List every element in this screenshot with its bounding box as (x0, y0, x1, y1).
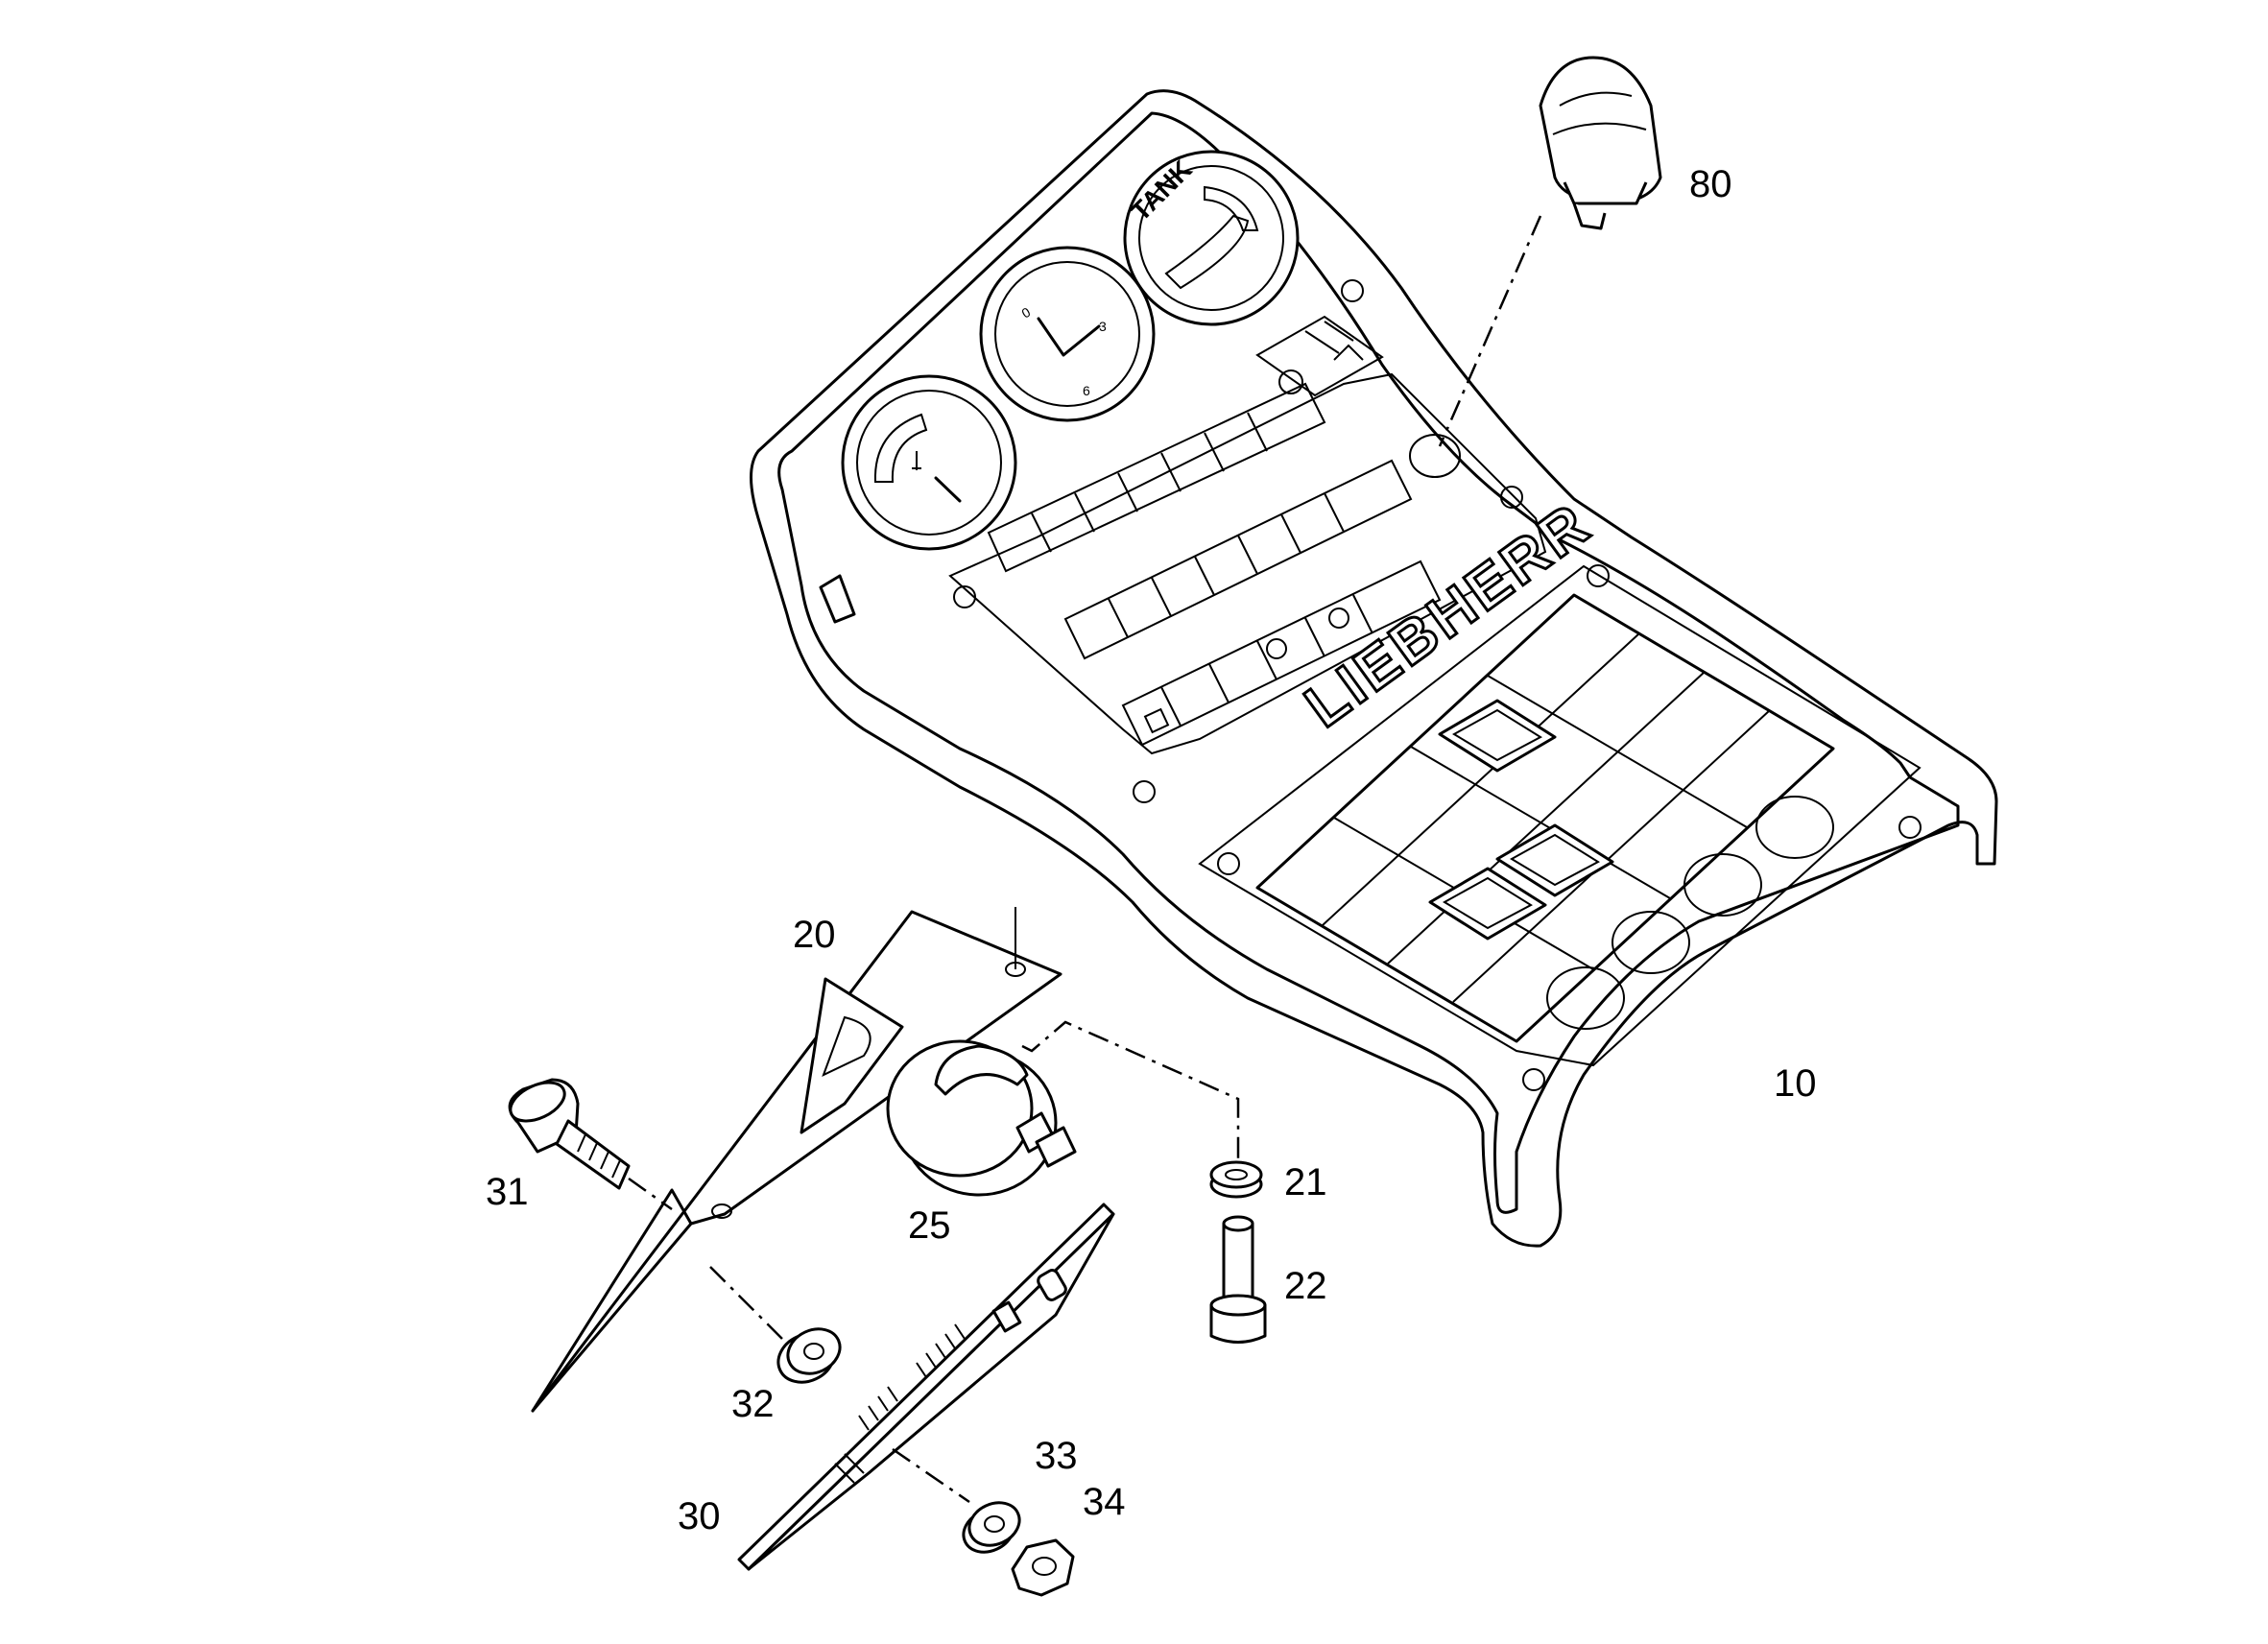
label-part-25: 25 (908, 1204, 951, 1247)
part-80-rotary-knob (1539, 56, 1662, 230)
round-blank-plugs (1546, 796, 1834, 1030)
label-part-32: 32 (731, 1383, 775, 1425)
part-33-washer (962, 1501, 1021, 1554)
label-part-80: 80 (1689, 163, 1732, 205)
gauge-temperature (841, 374, 1017, 551)
leader-31-to-32 (628, 1177, 783, 1340)
part-number-labels: 80 10 20 21 22 25 31 32 33 34 30 (486, 163, 1817, 1537)
part-10-console-panel: 0 3 6 TANK (750, 89, 1998, 1248)
label-part-30: 30 (678, 1495, 721, 1537)
label-part-33: 33 (1035, 1435, 1078, 1477)
svg-text:3: 3 (1099, 319, 1107, 334)
part-31-bolt (508, 1078, 631, 1190)
label-part-21: 21 (1284, 1161, 1327, 1203)
svg-text:6: 6 (1083, 383, 1090, 398)
screw-holes (953, 279, 1922, 1091)
label-part-34: 34 (1083, 1481, 1126, 1523)
leader-30-to-33 (892, 1447, 970, 1504)
label-part-10: 10 (1774, 1062, 1817, 1105)
label-part-31: 31 (486, 1171, 529, 1213)
indicator-symbols-top (1255, 315, 1384, 397)
label-part-20: 20 (793, 914, 836, 956)
part-30-circuit-board (737, 1203, 1115, 1571)
part-22-screw (1209, 1215, 1267, 1344)
part-34-nut (1011, 1538, 1075, 1597)
part-25-switch (886, 1039, 1077, 1197)
gauge-clock: 0 3 6 (979, 246, 1156, 422)
part-32-spacer (776, 1327, 842, 1384)
leader-80-to-panel (1438, 215, 1542, 447)
part-21-washer (1209, 1160, 1263, 1199)
switch-panel-grid (1255, 593, 1835, 1043)
gauge-fuel-tank: TANK (1123, 150, 1300, 326)
warning-light-grid (987, 382, 1442, 747)
label-part-22: 22 (1284, 1265, 1327, 1307)
leader-20-to-21 (1021, 1020, 1240, 1161)
